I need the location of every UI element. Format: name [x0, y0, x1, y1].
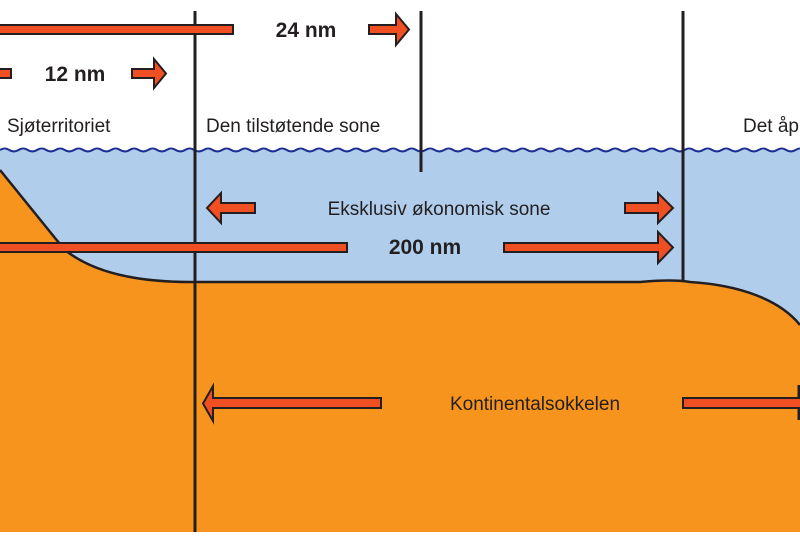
label-200nm: 200 nm [389, 236, 461, 259]
label-territorial-sea: Sjøterritoriet [7, 116, 111, 137]
arrow-left-icon [205, 190, 256, 226]
label-contiguous-zone: Den tilstøtende sone [206, 116, 380, 137]
arrow-200nm-shaft-left [0, 242, 348, 253]
label-open-sea: Det åpne hav [743, 116, 800, 137]
arrow-left-icon [201, 382, 382, 425]
arrow-shelf-shaft-right [682, 397, 800, 409]
arrow-24nm-shaft-left [0, 24, 234, 35]
seabed-land [0, 160, 800, 532]
arrow-right-icon [368, 11, 411, 48]
arrow-right-icon [131, 56, 168, 91]
label-eez: Eksklusiv økonomisk sone [328, 199, 551, 220]
label-12nm: 12 nm [45, 63, 106, 86]
seabed-outline [0, 169, 800, 326]
label-24nm: 24 nm [276, 19, 337, 42]
arrow-right-icon [624, 190, 675, 226]
arrow-right-icon [503, 229, 675, 266]
sea-surface-wave [0, 147, 800, 153]
arrow-12nm-shaft-left [0, 68, 12, 79]
label-continental-shelf: Kontinentalsokkelen [450, 394, 620, 415]
